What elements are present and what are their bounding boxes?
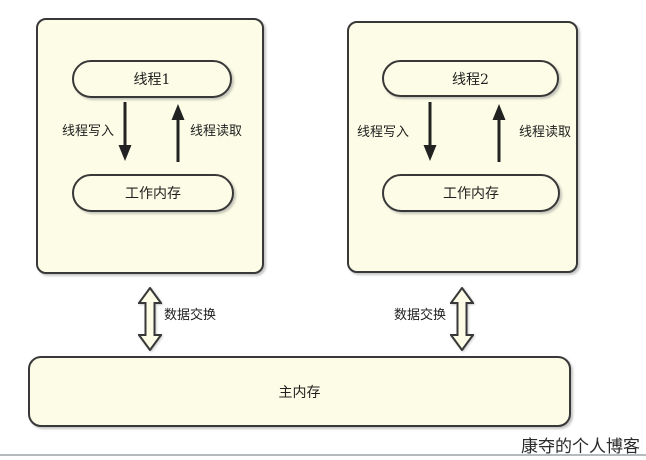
down-arrow-icon (118, 102, 132, 161)
working-memory1-label: 工作内存 (125, 186, 181, 202)
thread1-node: 线程1 (72, 60, 232, 98)
down-arrow-icon (423, 102, 437, 161)
double-arrow-icon (450, 287, 474, 351)
thread1-group-box: 线程1 线程写入 线程读取 工作内存 (36, 18, 264, 274)
thread1-read-label: 线程读取 (190, 124, 243, 139)
watermark-text: 康夺的个人博客 (521, 437, 640, 457)
thread2-node: 线程2 (382, 60, 559, 97)
main-memory-label: 主内存 (278, 384, 321, 401)
thread1-write-label: 线程写入 (62, 124, 115, 139)
up-arrow-icon (492, 104, 506, 162)
double-arrow-icon (138, 287, 162, 351)
thread2-read-label: 线程读取 (519, 125, 572, 140)
thread2-label: 线程2 (452, 71, 489, 88)
exchange-label-left: 数据交换 (164, 308, 217, 323)
thread2-write-label: 线程写入 (357, 125, 410, 140)
bottom-divider-line (0, 454, 646, 456)
working-memory1-node: 工作内存 (72, 174, 234, 212)
thread2-group-box: 线程2 线程写入 线程读取 工作内存 (347, 21, 578, 273)
working-memory2-node: 工作内存 (382, 174, 560, 212)
thread1-label: 线程1 (133, 72, 171, 88)
main-memory-node: 主内存 (28, 356, 571, 427)
exchange-label-right: 数据交换 (394, 308, 447, 323)
up-arrow-icon (171, 104, 185, 162)
working-memory2-label: 工作内存 (443, 186, 499, 202)
